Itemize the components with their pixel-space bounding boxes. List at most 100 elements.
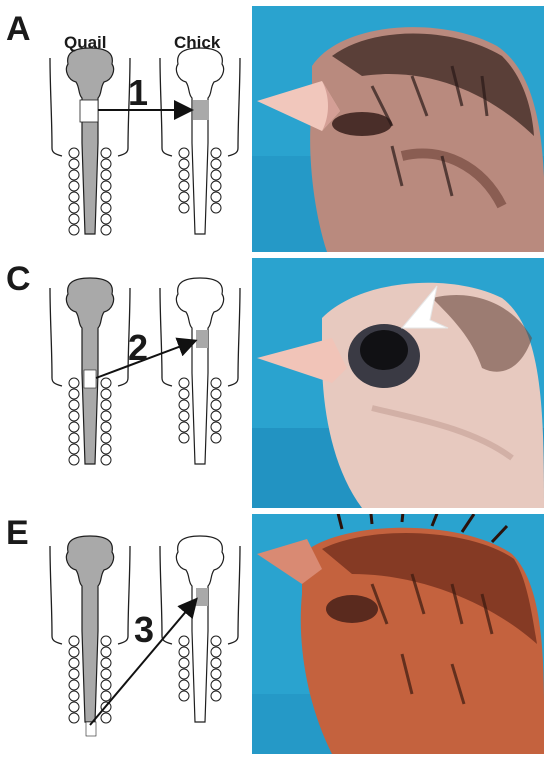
quail-a-somite [69,203,79,213]
quail-a-somite [69,159,79,169]
quail-c-donor-site [84,370,96,388]
quail-e-somite [69,658,79,668]
quail-a-somite [101,203,111,213]
chick-a-somite [211,148,221,158]
quail-c-somite [101,378,111,388]
quail-c-somite [69,444,79,454]
quail-a-somite [101,181,111,191]
chick-c-somite [179,400,189,410]
quail-e-somite [69,647,79,657]
chick-e-somite [179,669,189,679]
chick-c-somite [179,389,189,399]
chick-a-somite [179,170,189,180]
quail-c-somite [101,400,111,410]
chick-e-somite [179,680,189,690]
quail-e-somite [69,636,79,646]
quail-a-somite [101,192,111,202]
quail-e-somite [101,647,111,657]
quail-a-somite [69,225,79,235]
chick-e-somite [211,647,221,657]
panel-label-a: A [6,12,31,46]
quail-e-somite [69,691,79,701]
chick-c-somite [211,389,221,399]
chick-c-somite [211,378,221,388]
quail-a-somite [69,192,79,202]
quail-a-somite [101,170,111,180]
chick-label: Chick [174,34,220,51]
chick-c-somite [211,400,221,410]
chick-e-somite [179,647,189,657]
quail-e-somite [101,713,111,723]
quail-c-somite [101,411,111,421]
quail-e-somite [69,669,79,679]
arrow-label-3: 3 [134,612,154,648]
quail-e-somite [101,669,111,679]
chick-a-somite [179,192,189,202]
chick-e-somite [211,680,221,690]
chick-e-somite [211,636,221,646]
quail-a-somite [69,181,79,191]
quail-a-somite [69,170,79,180]
diagram-column [0,0,250,759]
chick-c-somite [179,411,189,421]
chick-a-somite [211,159,221,169]
quail-c-somite [69,400,79,410]
quail-a-somite [101,159,111,169]
quail-e-somite [69,713,79,723]
arrow-label-2: 2 [128,330,148,366]
quail-e-somite [101,658,111,668]
chick-e-somite [179,636,189,646]
photo-b-chick-head [252,6,544,252]
chick-c-somite [179,378,189,388]
quail-e-somite [101,636,111,646]
chick-a-somite [179,159,189,169]
quail-a-somite [69,214,79,224]
photo-d-chick-head-eye [252,258,544,508]
quail-a-somite [101,214,111,224]
chick-c-graft [196,330,208,348]
quail-c-somite [101,389,111,399]
quail-e-somite [69,680,79,690]
quail-e-somite [69,702,79,712]
chick-a-somite [211,181,221,191]
chick-c-somite [179,422,189,432]
quail-c-somite [69,455,79,465]
quail-a-donor-site [80,100,98,122]
quail-a-somite [69,148,79,158]
chick-e-somite [211,669,221,679]
quail-c-somite [101,433,111,443]
quail-a-somite [101,148,111,158]
quail-e-somite [101,680,111,690]
panel-label-e: E [6,516,29,550]
quail-c-somite [69,378,79,388]
chick-c-somite [211,433,221,443]
chick-c-somite [179,433,189,443]
chick-e-somite [179,691,189,701]
chick-e-graft [196,588,208,606]
chick-a-somite [179,148,189,158]
chick-a-somite [179,181,189,191]
quail-a-somite [101,225,111,235]
quail-e-somite [101,691,111,701]
quail-c-somite [69,389,79,399]
quail-c-somite [101,422,111,432]
chick-a-somite [211,170,221,180]
chick-a-somite [211,192,221,202]
chick-a-graft [193,100,209,120]
chick-e-somite [211,658,221,668]
chick-e-somite [179,658,189,668]
panel-label-c: C [6,262,31,296]
quail-c-somite [69,411,79,421]
quail-c-somite [69,422,79,432]
chick-c-somite [211,411,221,421]
chick-a-somite [211,203,221,213]
arrow-label-1: 1 [128,75,148,111]
chick-a-somite [179,203,189,213]
chick-e-somite [211,691,221,701]
quail-c-somite [101,455,111,465]
chick-c-somite [211,422,221,432]
quail-c-somite [69,433,79,443]
quail-c-somite [101,444,111,454]
quail-label: Quail [64,34,107,51]
photo-f-chick-head [252,514,544,754]
